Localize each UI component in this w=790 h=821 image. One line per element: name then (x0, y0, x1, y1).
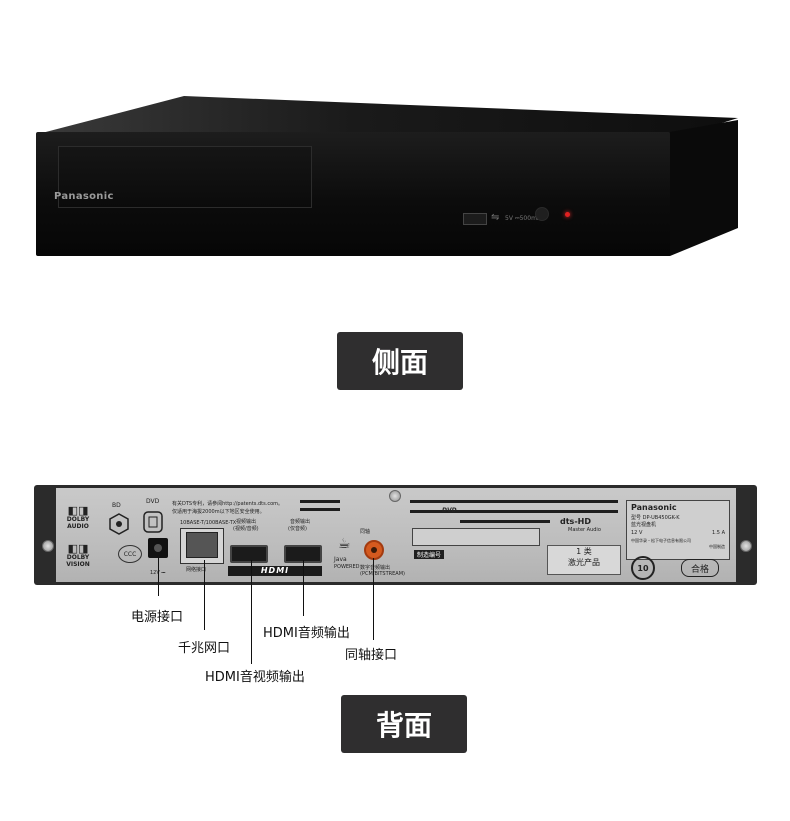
dc-rating-label: 12V ⎓ (150, 570, 166, 576)
rating-product: 蓝光视盘机 (631, 522, 657, 528)
rating-brand: Panasonic (631, 503, 677, 512)
java-sub-label: POWERED (334, 564, 360, 570)
callout-hdmi-audio: HDMI音频输出 (263, 626, 350, 641)
bd-label: BD (112, 502, 121, 509)
callout-hdmi-av: HDMI音视频输出 (205, 670, 305, 685)
vent-slot (300, 500, 340, 503)
rating-plate: Panasonic 型号 DP-UB450GK-K 蓝光视盘机 12 V 1.5… (626, 500, 730, 560)
hdmi-audio-label-line2: (仅音频) (288, 526, 307, 532)
eco-period-icon: 10 (631, 556, 655, 580)
leader-line-lan (204, 560, 205, 630)
dolby-vision-logo: ◧◨ DOLBY VISION (66, 542, 90, 568)
usb-icon: ⇋ (491, 212, 500, 223)
hdmi-video-port[interactable] (230, 545, 268, 563)
vent-slot (460, 520, 550, 523)
power-led (565, 212, 570, 217)
vent-slot (410, 500, 618, 503)
hdmi-video-label-line1: 视频输出 (236, 519, 257, 525)
serial-label: 制造编号 (414, 550, 445, 559)
usb-port[interactable] (463, 213, 487, 225)
callout-coax: 同轴接口 (345, 648, 398, 663)
power-button[interactable] (535, 207, 549, 221)
player-top-surface (38, 96, 738, 138)
dc-power-jack[interactable] (148, 538, 168, 558)
rating-current: 1.5 A (712, 530, 725, 536)
dvd-region-icon (143, 511, 163, 533)
rear-plate (56, 488, 736, 582)
disc-tray[interactable] (58, 146, 312, 208)
lan-port[interactable] (186, 532, 218, 558)
caption-side-view: 侧面 (337, 332, 463, 390)
leader-line-coax (373, 558, 374, 640)
coax-sub-label: 数字音频输出 (PCM/BITSTREAM) (360, 565, 405, 577)
laser-class: 1 类 (576, 547, 592, 556)
laser-class-label: 1 类 激光产品 (547, 545, 621, 575)
rating-voltage: 12 V (631, 530, 643, 536)
ccc-mark: CCC (118, 545, 142, 563)
leader-line-hdmi-av (251, 560, 252, 664)
qualified-mark: 合格 (681, 559, 719, 577)
dts-notice: 有关DTS专利，请参阅http://patents.dts.com。 (172, 501, 284, 507)
rating-made-in: 中国制造 (709, 544, 725, 549)
leader-line-hdmi-audio (303, 560, 304, 616)
screw-icon (42, 540, 54, 552)
coaxial-port[interactable] (364, 540, 384, 560)
bd-region-icon (109, 513, 129, 535)
usb-rating-label: 5V ⎓500mA (505, 215, 542, 222)
serial-number-box (412, 528, 540, 546)
rating-maker: 中国华录・松下电子信息有限公司 (631, 538, 691, 543)
java-cup-icon: ☕ (338, 536, 351, 552)
lan-spec-label: 10BASE-T/100BASE-TX (180, 520, 237, 526)
screw-icon (740, 540, 752, 552)
caption-back-view: 背面 (341, 695, 467, 753)
laser-text: 激光产品 (568, 558, 600, 567)
java-logo: Java (334, 556, 347, 563)
hdmi-logo-bar: HDMI (228, 566, 322, 576)
dolby-audio-logo: ◧◨ DOLBY AUDIO (66, 504, 90, 530)
dts-hd-sub-label: Master Audio (568, 527, 601, 533)
vent-slot (300, 508, 340, 511)
screw-icon (389, 490, 401, 502)
hdmi-audio-label-line1: 音频输出 (290, 519, 311, 525)
altitude-notice: 仅适用于海拔2000m以下地区安全使用。 (172, 509, 265, 515)
front-brand-logo: Panasonic (54, 191, 114, 202)
coax-label: 同轴 (360, 529, 371, 535)
leader-line-power (158, 558, 159, 596)
callout-power: 电源接口 (131, 610, 184, 625)
dvd-label: DVD (146, 498, 160, 505)
rating-model: 型号 DP-UB450GK-K (631, 515, 680, 521)
vent-slot (410, 510, 618, 513)
dvd-logo: DVD (442, 507, 457, 514)
dts-hd-logo: dts-HD (560, 517, 591, 526)
lan-label: 网络接口 (186, 567, 207, 573)
callout-lan: 千兆网口 (178, 641, 231, 656)
hdmi-video-label-line2: (视频/音频) (233, 526, 259, 532)
